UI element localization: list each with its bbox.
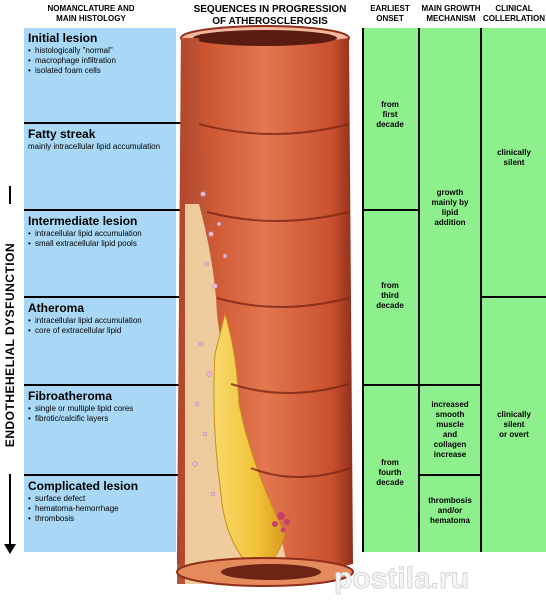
down-arrow-icon bbox=[4, 544, 16, 554]
stage-item: surface defect bbox=[28, 494, 172, 504]
stage-title: Intermediate lesion bbox=[28, 214, 138, 228]
mechanism-smooth-muscle: increased smooth muscle and collagen inc… bbox=[431, 400, 469, 459]
row-divider bbox=[418, 474, 482, 476]
stage-title: Initial lesion bbox=[28, 31, 98, 45]
watermark-text: postila.ru bbox=[334, 562, 469, 595]
stage-item: macrophage infiltration bbox=[28, 56, 172, 66]
stage-divider bbox=[24, 384, 184, 386]
stage-title: Atheroma bbox=[28, 301, 85, 315]
stage-initial-lesion: Initial lesion histologically "normal" m… bbox=[24, 28, 176, 122]
row-divider bbox=[480, 296, 546, 298]
watermark-logo: postila.ru bbox=[334, 560, 544, 596]
stage-description: mainly intracellular lipid accumulation bbox=[28, 142, 161, 151]
mechanism-thrombosis: thrombosis and/or hematoma bbox=[428, 496, 472, 525]
row-divider bbox=[362, 384, 420, 386]
stage-title: Fibroatheroma bbox=[28, 389, 113, 403]
artery-illustration bbox=[176, 25, 354, 587]
dysfunction-line-top bbox=[9, 186, 11, 204]
clinical-header: CLINICAL COLLERLATION bbox=[482, 4, 546, 23]
stage-item: intracellular lipid accumulation bbox=[28, 229, 172, 239]
stage-divider bbox=[24, 209, 184, 211]
row-divider bbox=[418, 384, 482, 386]
stage-atheroma: Atheroma intracellular lipid accumulatio… bbox=[24, 298, 176, 384]
stage-fibroatheroma: Fibroatheroma single or multiple lipid c… bbox=[24, 386, 176, 474]
mechanism-header: MAIN GROWTH MECHANISM bbox=[421, 4, 481, 23]
stage-item: small extracellular lipid pools bbox=[28, 239, 172, 249]
stage-divider bbox=[24, 474, 184, 476]
stage-title: Complicated lesion bbox=[28, 479, 139, 493]
stage-item: single or multiple lipid cores bbox=[28, 404, 172, 414]
mechanism-lipid-addition: growth mainly by lipid addition bbox=[431, 188, 469, 227]
stage-item: hematoma-hemorrhage bbox=[28, 504, 172, 514]
onset-third-decade: from third decade bbox=[376, 281, 404, 310]
column-divider bbox=[480, 28, 482, 552]
stage-fatty-streak: Fatty streak mainly intracellular lipid … bbox=[24, 124, 176, 209]
stage-item: fibrotic/calcific layers bbox=[28, 414, 172, 424]
clinical-silent-or-overt: clinically silent or overt bbox=[497, 410, 531, 439]
nomenclature-header: NOMANCLATURE AND MAIN HISTOLOGY bbox=[47, 4, 135, 23]
column-divider bbox=[418, 28, 420, 552]
stage-intermediate-lesion: Intermediate lesion intracellular lipid … bbox=[24, 211, 176, 296]
stage-title: Fatty streak bbox=[28, 127, 96, 141]
column-divider bbox=[362, 28, 364, 552]
onset-fourth-decade: from fourth decade bbox=[376, 458, 404, 487]
endothelial-dysfunction-label: ENDOTHEHELIAL DYSFUNCTION bbox=[3, 242, 17, 448]
dysfunction-line-bottom bbox=[9, 474, 11, 546]
green-columns-background bbox=[362, 28, 546, 552]
onset-first-decade: from first decade bbox=[376, 100, 404, 129]
row-divider bbox=[362, 209, 420, 211]
stage-complicated-lesion: Complicated lesion surface defect hemato… bbox=[24, 476, 176, 552]
stage-item: isolated foam cells bbox=[28, 66, 172, 76]
clinical-silent: clinically silent bbox=[497, 148, 531, 167]
sequence-header: SEQUENCES IN PROGRESSION OF ATHEROSCLERO… bbox=[193, 4, 347, 27]
stage-item: intracellular lipid accumulation bbox=[28, 316, 172, 326]
stage-item: core of extracellular lipid bbox=[28, 326, 172, 336]
stage-divider bbox=[24, 122, 184, 124]
stage-item: thrombosis bbox=[28, 514, 172, 524]
stage-item: histologically "normal" bbox=[28, 46, 172, 56]
onset-header: EARLIEST ONSET bbox=[370, 4, 410, 23]
stage-divider bbox=[24, 296, 184, 298]
